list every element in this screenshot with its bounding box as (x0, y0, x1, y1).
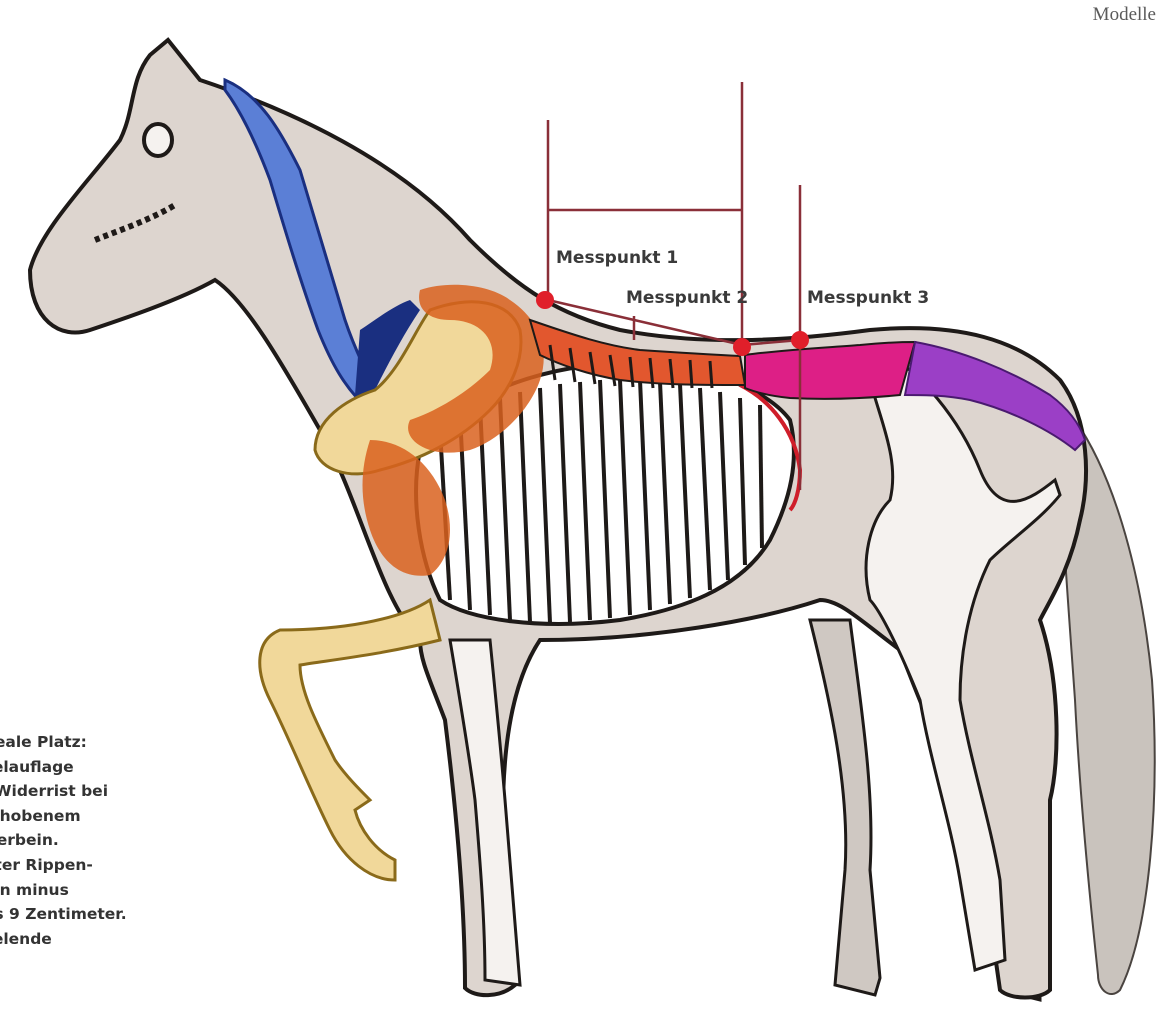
caption-line: gen minus (0, 878, 210, 903)
caption: Ideale Platz: ttelauflage n Widerrist be… (0, 730, 210, 951)
caption-line: rderbein. (0, 828, 210, 853)
label-messpunkt-2: Messpunkt 2 (626, 288, 748, 308)
marker-messpunkt-1 (536, 291, 554, 309)
eye (144, 124, 172, 156)
marker-messpunkt-3 (791, 331, 809, 349)
caption-line: gehobenem (0, 804, 210, 829)
far-front-leg (810, 620, 880, 995)
caption-line: bis 9 Zentimeter. (0, 902, 210, 927)
caption-line: ttelauflage (0, 755, 210, 780)
caption-line: Ideale Platz: (0, 730, 210, 755)
label-messpunkt-1: Messpunkt 1 (556, 248, 678, 268)
raised-foreleg (260, 600, 440, 880)
marker-messpunkt-2 (733, 338, 751, 356)
corner-text: Modelle (1093, 4, 1156, 26)
caption-line: n Widerrist bei (0, 779, 210, 804)
label-messpunkt-3: Messpunkt 3 (807, 288, 929, 308)
caption-line: ttelende (0, 927, 210, 952)
caption-line: tzter Rippen- (0, 853, 210, 878)
